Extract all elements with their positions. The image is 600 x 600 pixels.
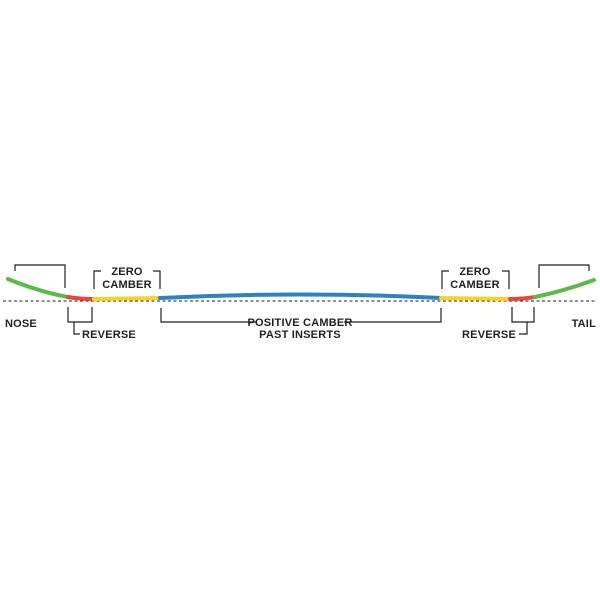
tail-label: TAIL (572, 318, 597, 330)
zero-camber-right-label-line2: CAMBER (450, 279, 499, 291)
zero-camber-left-label-line2: CAMBER (102, 279, 151, 291)
tail-reverse-segment (508, 295, 537, 301)
positive-camber-bracket (160, 308, 442, 323)
zero-camber-right-label-line1: ZERO (459, 266, 491, 278)
tail-rise-bracket (538, 264, 590, 288)
nose-rise-segment (6, 277, 70, 299)
positive-camber-label-line2: PAST INSERTS (259, 329, 341, 341)
tail-rise-segment (533, 278, 596, 299)
nose-reverse-segment (66, 295, 96, 301)
positive-camber-label-line1: POSITIVE CAMBER (247, 317, 352, 329)
positive-camber-segment (158, 292, 443, 300)
nose-label: NOSE (5, 318, 37, 330)
zero-camber-left-bracket (93, 270, 161, 289)
zero-camber-left-label-line1: ZERO (111, 266, 143, 278)
reverse-right-bracket (511, 307, 535, 335)
nose-zero-camber-segment (92, 296, 162, 301)
reverse-left-bracket (67, 307, 93, 335)
zero-camber-right-bracket (441, 270, 510, 289)
tail-zero-camber-segment (439, 296, 512, 301)
reverse-right-label: REVERSE (462, 329, 516, 341)
reverse-left-label: REVERSE (82, 329, 136, 341)
nose-rise-bracket (14, 264, 66, 288)
